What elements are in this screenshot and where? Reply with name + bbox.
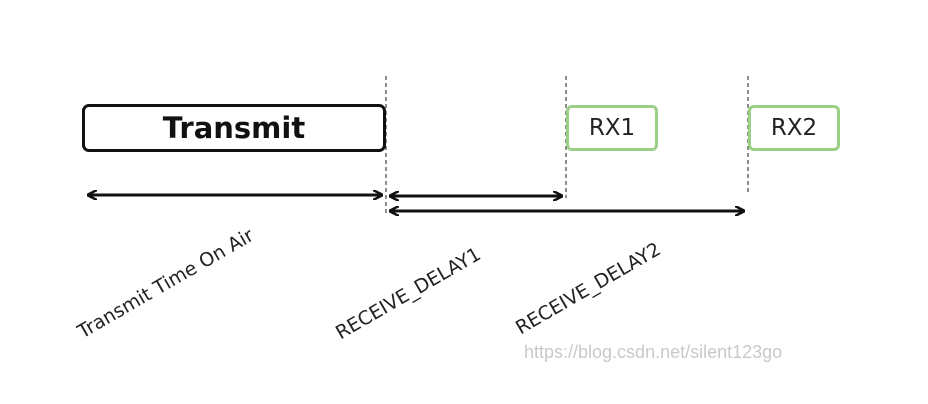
rx2-window-box: RX2	[748, 105, 840, 151]
transmit-box-label: Transmit	[162, 111, 306, 145]
rx1-label: RX1	[588, 115, 636, 141]
rx1-window-box: RX1	[566, 105, 658, 151]
watermark-text: https://blog.csdn.net/silent123go	[524, 342, 783, 362]
transmit-box: Transmit	[82, 104, 386, 152]
rx2-label: RX2	[770, 115, 818, 141]
